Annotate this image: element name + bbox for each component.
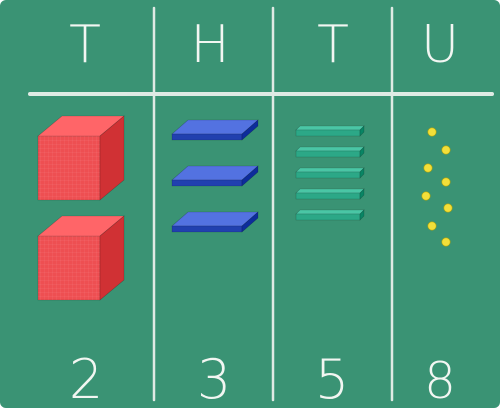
ten-rod [296, 189, 364, 199]
ten-rod-front [296, 151, 360, 157]
ten-rod-front [296, 172, 360, 178]
thousand-cube-grid [38, 236, 100, 300]
ten-rod-top [296, 168, 364, 172]
unit-cube [424, 164, 432, 172]
ten-rod-front [296, 214, 360, 220]
header-units: U [421, 15, 459, 75]
header-tens: T [317, 15, 349, 75]
hundred-flat [172, 166, 258, 186]
hundred-flat-front [172, 134, 242, 140]
thousand-cube [38, 116, 124, 200]
unit-cube [422, 192, 430, 200]
hundred-flat [172, 120, 258, 140]
unit-cube [428, 128, 436, 136]
ten-rod [296, 168, 364, 178]
digit-hundreds: 3 [197, 348, 231, 408]
unit-cube-shape [444, 204, 452, 212]
unit-cube-shape [428, 222, 436, 230]
ten-rod-top [296, 210, 364, 214]
unit-cube [444, 204, 452, 212]
digit-units: 8 [424, 352, 456, 408]
ten-rod-front [296, 193, 360, 199]
digit-tens: 5 [315, 348, 349, 408]
unit-cube [428, 222, 436, 230]
ten-rod [296, 147, 364, 157]
unit-cube [442, 178, 450, 186]
base-ten-blocks [38, 116, 452, 300]
unit-cube-shape [424, 164, 432, 172]
ten-rod [296, 210, 364, 220]
ten-rod-front [296, 130, 360, 136]
thousand-cube-grid [38, 136, 100, 200]
unit-cube [442, 146, 450, 154]
header-hundreds: H [190, 15, 229, 75]
ten-rod-top [296, 147, 364, 151]
ten-rod-top [296, 189, 364, 193]
unit-cube-shape [442, 238, 450, 246]
unit-cube-shape [422, 192, 430, 200]
hundred-flat-front [172, 180, 242, 186]
hundred-flat [172, 212, 258, 232]
header-thousands: T [69, 15, 101, 75]
ten-rod [296, 126, 364, 136]
digit-thousands: 2 [69, 348, 103, 408]
unit-cube [442, 238, 450, 246]
ten-rod-top [296, 126, 364, 130]
unit-cube-shape [442, 146, 450, 154]
thousand-cube [38, 216, 124, 300]
unit-cube-shape [428, 128, 436, 136]
unit-cube-shape [442, 178, 450, 186]
hundred-flat-front [172, 226, 242, 232]
